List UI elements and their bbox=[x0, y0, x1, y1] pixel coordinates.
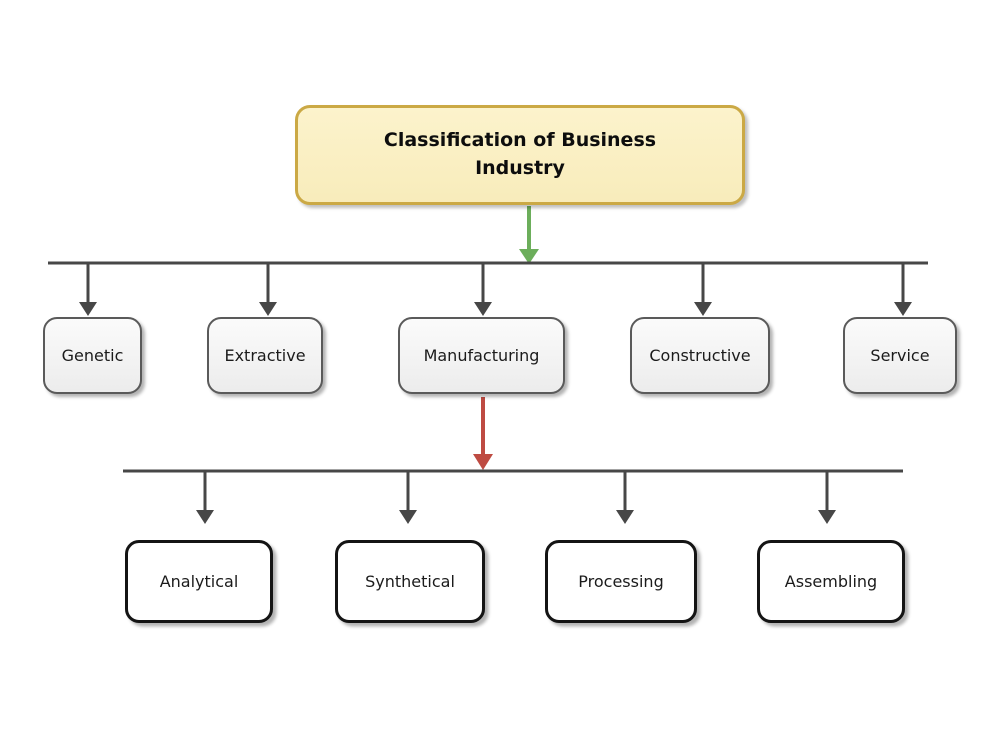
root-node: Classification of Business Industry bbox=[295, 105, 745, 205]
arrow-to-genetic-icon bbox=[79, 263, 97, 316]
branch-node-service: Service bbox=[843, 317, 957, 394]
sub-node-label: Analytical bbox=[159, 572, 239, 591]
arrow-to-manufacturing-icon bbox=[474, 263, 492, 316]
sub-node-label: Assembling bbox=[784, 572, 878, 591]
arrow-to-service-icon bbox=[894, 263, 912, 316]
arrow-to-extractive-icon bbox=[259, 263, 277, 316]
branch-node-label: Service bbox=[870, 346, 930, 365]
branch-node-label: Manufacturing bbox=[423, 346, 540, 365]
sub-node-processing: Processing bbox=[545, 540, 697, 623]
sub-node-synthetical: Synthetical bbox=[335, 540, 485, 623]
sub-node-assembling: Assembling bbox=[757, 540, 905, 623]
green-down-arrow-icon bbox=[519, 206, 539, 264]
sub-node-analytical: Analytical bbox=[125, 540, 273, 623]
sub-node-label: Synthetical bbox=[365, 572, 455, 591]
root-node-label: Classification of Business Industry bbox=[383, 129, 657, 179]
branch-node-label: Extractive bbox=[224, 346, 306, 365]
arrow-to-analytical-icon bbox=[196, 471, 214, 524]
branch-node-extractive: Extractive bbox=[207, 317, 323, 394]
branch-node-genetic: Genetic bbox=[43, 317, 142, 394]
arrow-to-processing-icon bbox=[616, 471, 634, 524]
branch-node-constructive: Constructive bbox=[630, 317, 770, 394]
arrow-to-assembling-icon bbox=[818, 471, 836, 524]
sub-node-label: Processing bbox=[578, 572, 664, 591]
arrow-to-constructive-icon bbox=[694, 263, 712, 316]
branch-node-label: Constructive bbox=[649, 346, 751, 365]
arrow-to-synthetical-icon bbox=[399, 471, 417, 524]
branch-node-manufacturing: Manufacturing bbox=[398, 317, 565, 394]
red-down-arrow-icon bbox=[473, 397, 493, 470]
branch-node-label: Genetic bbox=[61, 346, 124, 365]
